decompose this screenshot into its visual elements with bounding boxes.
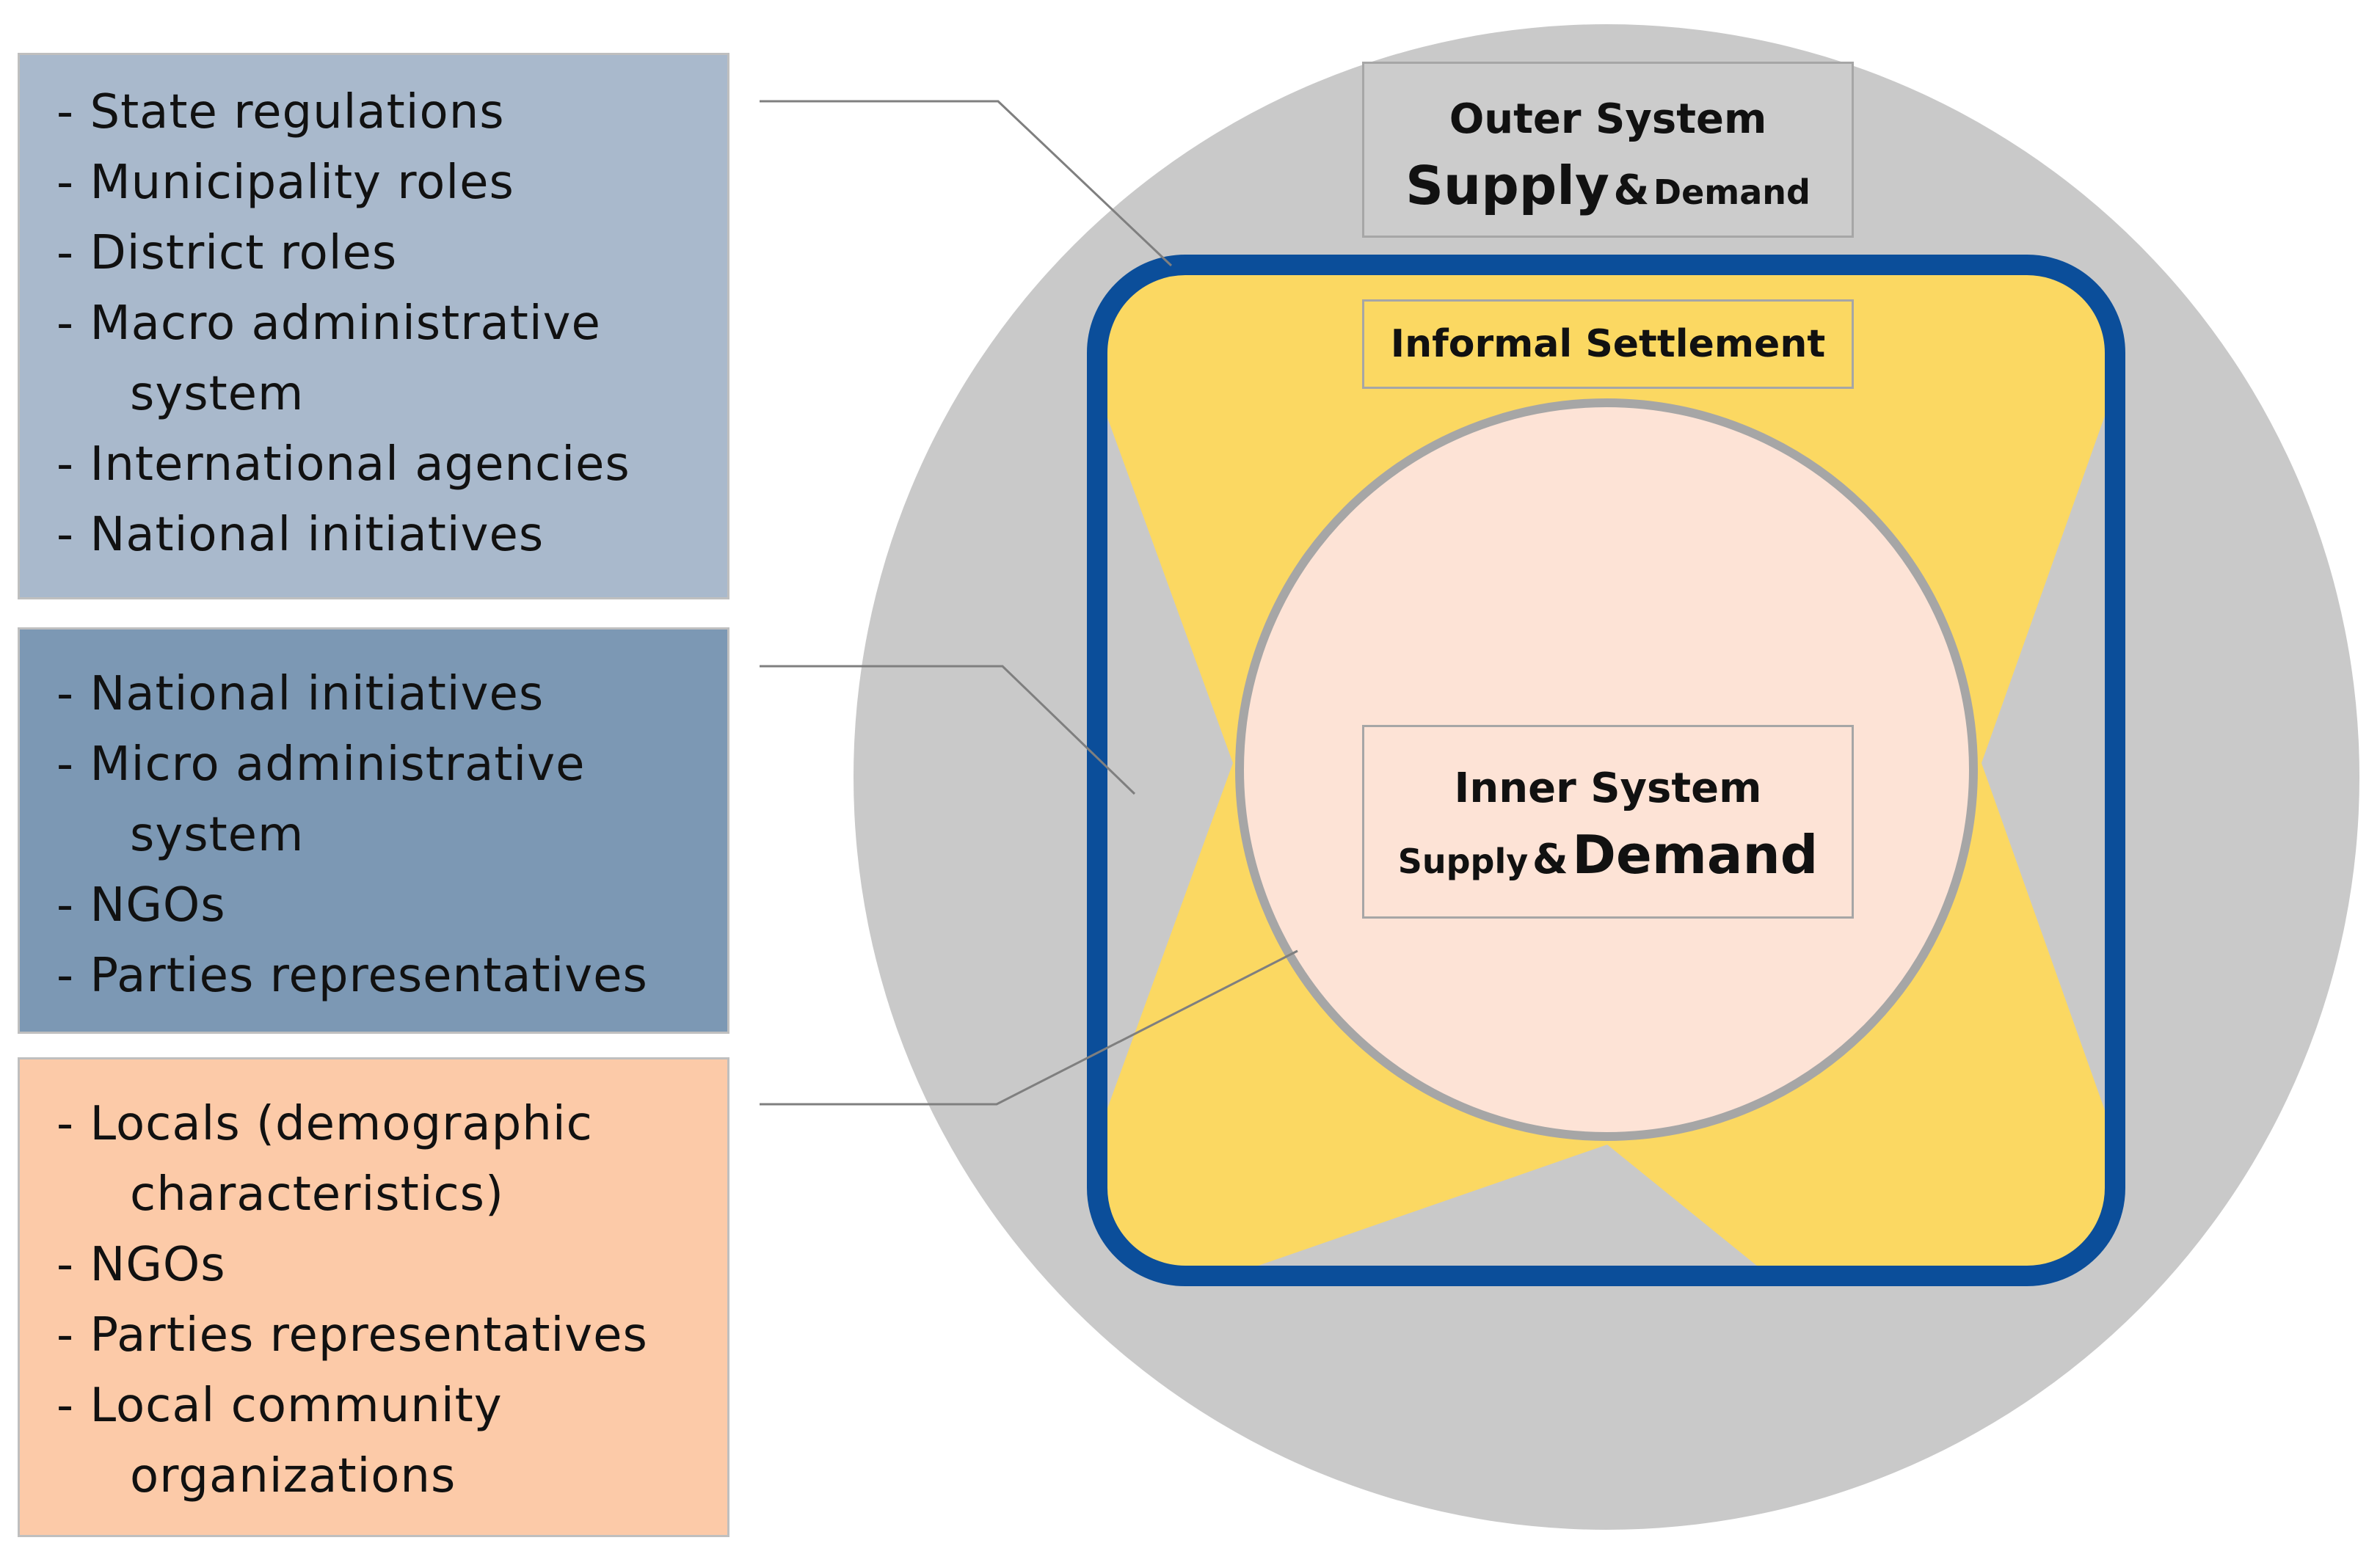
list-item: - Parties representatives bbox=[57, 949, 648, 1003]
list-item: - National initiatives bbox=[57, 667, 545, 721]
informal-settlement-border bbox=[1087, 255, 2125, 1286]
inner-system-supply-demand: Supply & Demand bbox=[1364, 818, 1852, 906]
list-item: - NGOs bbox=[57, 1238, 226, 1292]
outer-system-actors-list: - State regulations - Municipality roles… bbox=[20, 77, 727, 570]
informal-settlement-label: Informal Settlement bbox=[1362, 299, 1854, 389]
connector-outer bbox=[760, 100, 1173, 267]
list-item: - Local community organizations bbox=[57, 1379, 503, 1503]
outer-system-actors-box: - State regulations - Municipality roles… bbox=[18, 53, 729, 599]
settlement-actors-box: - National initiatives - Micro administr… bbox=[18, 627, 729, 1034]
list-item: - International agencies bbox=[57, 437, 630, 492]
list-item: - Micro administrative system bbox=[57, 737, 586, 862]
outer-supply-text: Supply bbox=[1405, 155, 1609, 216]
list-item: - NGOs bbox=[57, 878, 226, 933]
inner-amp-text: & bbox=[1532, 836, 1568, 883]
connector-middle bbox=[760, 665, 1136, 795]
list-item: - Macro administrative system bbox=[57, 296, 601, 421]
inner-system-actors-list: - Locals (demographic characteristics) -… bbox=[20, 1089, 727, 1511]
outer-demand-text: Demand bbox=[1653, 172, 1811, 212]
list-item: - Locals (demographic characteristics) bbox=[57, 1097, 593, 1222]
inner-supply-text: Supply bbox=[1397, 842, 1529, 881]
list-item: - District roles bbox=[57, 226, 398, 280]
list-item: - State regulations bbox=[57, 85, 505, 139]
settlement-actors-list: - National initiatives - Micro administr… bbox=[20, 659, 727, 1011]
connector-inner bbox=[760, 949, 1298, 1106]
outer-system-label: Outer System Supply & Demand bbox=[1362, 62, 1854, 238]
list-item: - National initiatives bbox=[57, 508, 545, 562]
outer-system-supply-demand: Supply & Demand bbox=[1364, 149, 1852, 237]
inner-system-label: Inner System Supply & Demand bbox=[1362, 725, 1854, 919]
outer-amp-text: & bbox=[1613, 167, 1650, 214]
inner-system-actors-box: - Locals (demographic characteristics) -… bbox=[18, 1057, 729, 1537]
outer-system-title: Outer System bbox=[1449, 95, 1767, 143]
inner-demand-text: Demand bbox=[1572, 824, 1819, 886]
list-item: - Parties representatives bbox=[57, 1308, 648, 1363]
inner-system-title: Inner System bbox=[1454, 765, 1762, 812]
list-item: - Municipality roles bbox=[57, 156, 514, 210]
